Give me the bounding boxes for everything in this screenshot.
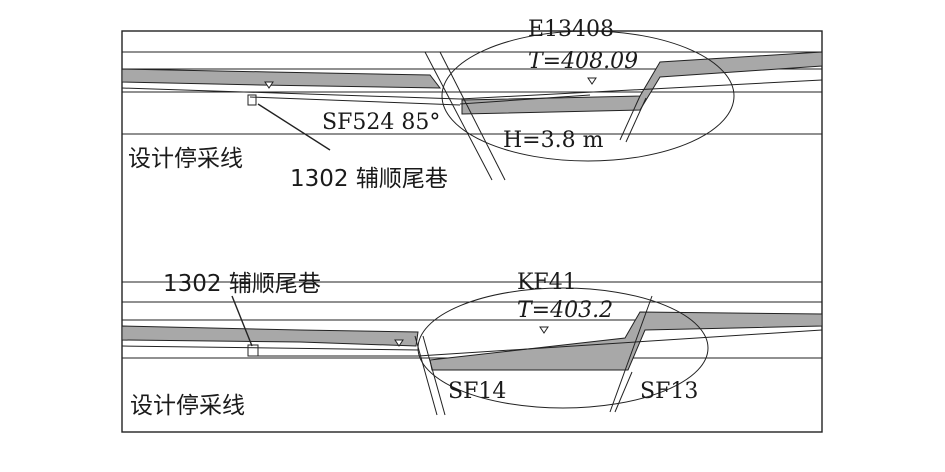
diagram-frame [121,30,823,433]
lower-roadway-leader [231,295,253,347]
upper-survey-triangle-2 [587,77,597,85]
lower-survey-triangle [394,339,404,347]
lower-working-face-label: KF41 [517,270,577,295]
upper-fault-tick-2 [625,97,647,143]
lower-roadway-label: 1302 辅顺尾巷 [163,271,321,297]
upper-roadway-line-d [459,94,591,105]
upper-panel: E13408 T=408.09 SF524 85° H=3.8 m 设计停采线 … [121,17,823,192]
lower-seam-left [121,325,419,347]
lower-roadway-line-a [121,345,419,351]
upper-working-face-label: E13408 [528,17,614,42]
upper-stop-line-label: 设计停采线 [128,146,243,172]
lower-stop-marker [247,344,259,357]
lower-fault-ellipse [417,287,709,409]
upper-seam-right [461,51,823,115]
lower-fault-sf14-line-1 [414,335,438,416]
upper-roadway-line-b [249,96,461,106]
lower-elevation-label: T=403.2 [517,298,613,323]
lower-fault-sf13-label: SF13 [640,379,698,404]
upper-fault-ellipse [441,30,735,162]
lower-stop-line-label: 设计停采线 [130,393,245,419]
upper-elevation-label: T=408.09 [528,49,638,74]
lower-fault-sf13-line-1 [609,295,653,413]
lower-panel: KF41 T=403.2 1302 辅顺尾巷 SF14 SF13 设计停采线 [121,270,823,419]
upper-fault-line-2 [439,51,506,181]
upper-fault-tick-1 [619,95,641,141]
lower-survey-triangle-2 [539,326,549,334]
lower-fault-sf14-label: SF14 [448,379,506,404]
lower-roadway-line-c [417,329,823,357]
upper-fault-line-1 [424,51,493,181]
upper-survey-triangle [264,81,274,89]
upper-roadway-line-a [121,87,461,100]
lower-fault-sf13-line-2 [614,371,633,413]
upper-roadway-line-c [459,79,823,100]
upper-seam-left [121,68,442,89]
upper-fault-label: SF524 85° [322,110,440,135]
upper-roadway-leader [257,103,331,151]
upper-throw-label: H=3.8 m [503,128,604,153]
upper-stop-marker [247,94,257,106]
upper-roadway-label: 1302 辅顺尾巷 [290,166,448,192]
lower-seam-right [429,311,823,371]
